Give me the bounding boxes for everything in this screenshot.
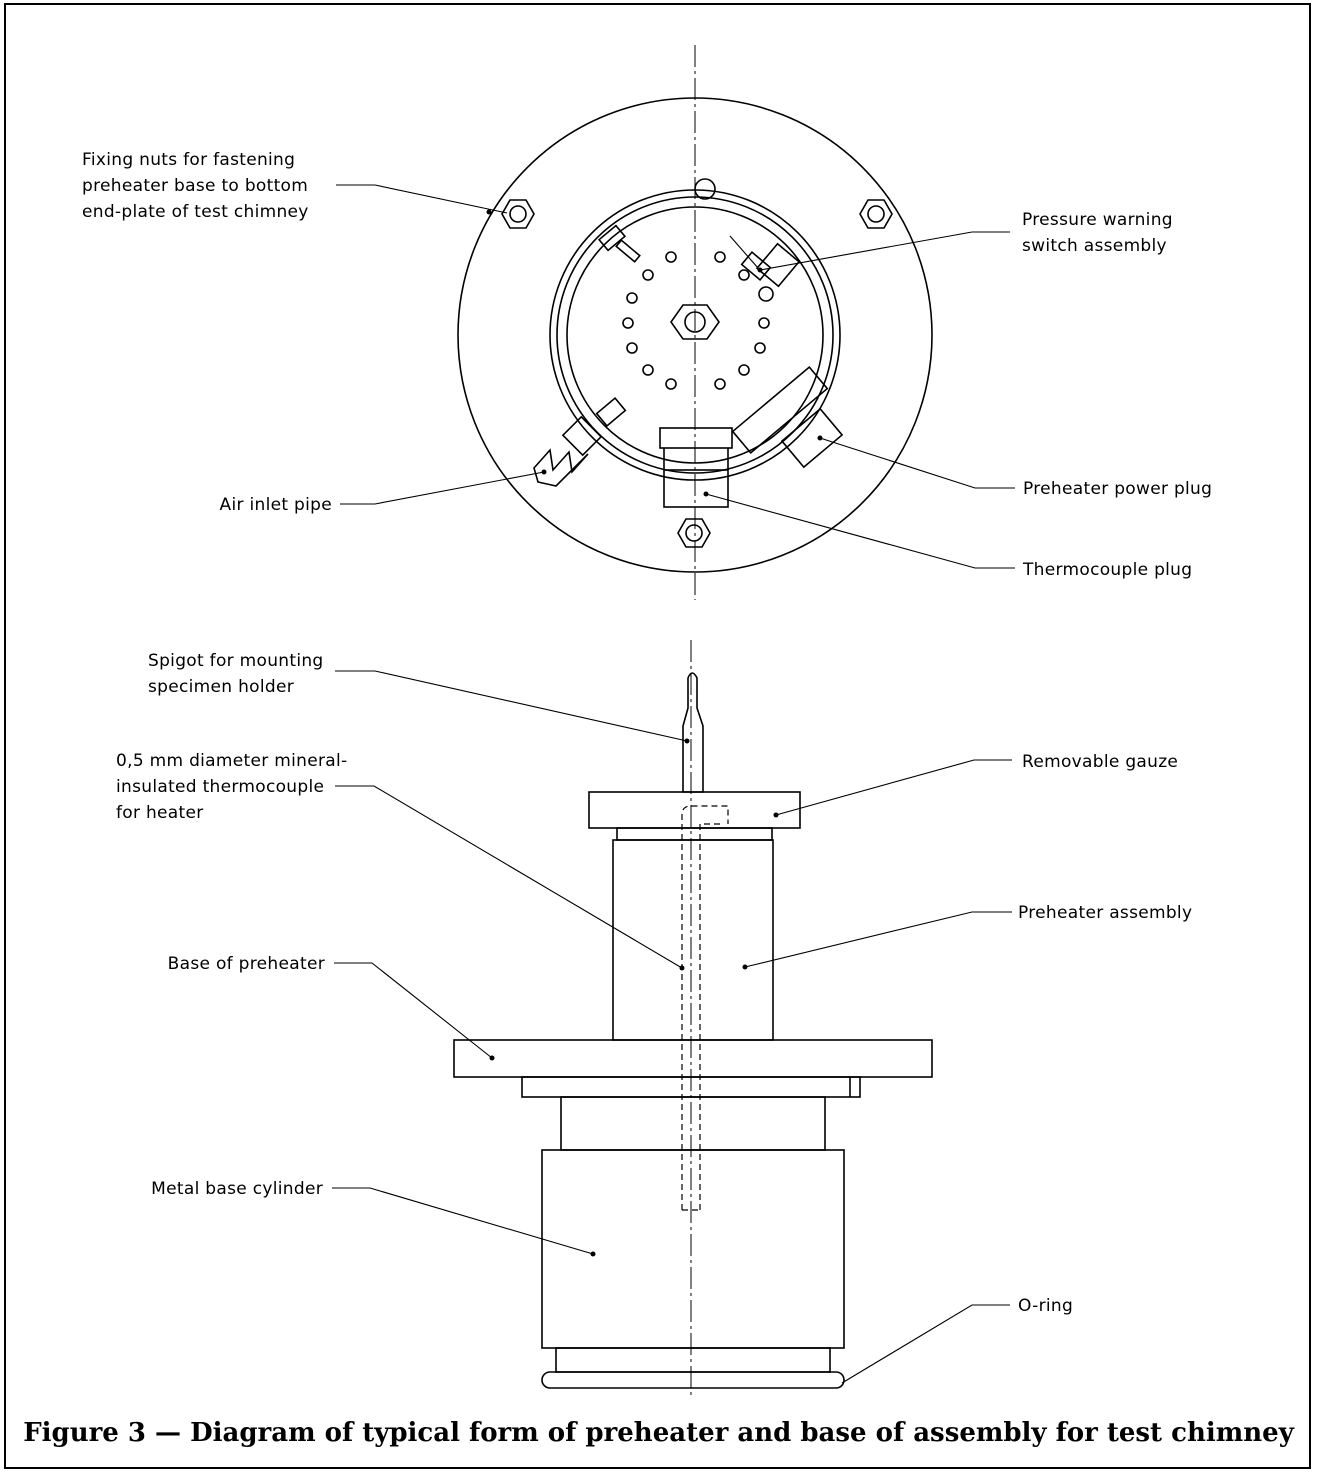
removable-gauze-plate [588,791,801,829]
fixing-nut-right [859,199,893,229]
label-preheater-assembly: Preheater assembly [1018,903,1192,923]
preheater-neck [616,827,773,841]
fixing-nut-left [501,199,535,229]
thermocouple-plug-drawing [659,427,733,508]
label-fixing-nuts: Fixing nuts for fastening preheater base… [82,150,314,222]
label-o-ring: O-ring [1018,1296,1073,1316]
preheater-inner-circle [566,206,824,464]
label-spigot: Spigot for mounting specimen holder [148,651,329,697]
label-thermocouple-plug: Thermocouple plug [1022,560,1192,580]
o-ring-drawing [541,1371,845,1389]
base-ring-groove [555,1347,831,1373]
perforation-holes [622,251,770,390]
thermocouple-dashed-path [681,805,729,1210]
base-plate-outer-circle [457,97,933,573]
side-view [453,640,933,1395]
label-thermocouple: 0,5 mm diameter mineral- insulated therm… [116,751,353,823]
label-removable-gauze: Removable gauze [1022,752,1178,772]
preheater-body [612,839,774,1041]
figure-frame [4,3,1311,1469]
center-nut [670,304,720,340]
power-plug-drawing [731,366,844,469]
figure-caption: Figure 3 — Diagram of typical form of pr… [23,1418,1294,1448]
label-base-of-preheater: Base of preheater [168,954,325,974]
leader-lines [332,184,1015,1384]
upper-left-fitting [597,224,641,263]
air-inlet-pipe-drawing [533,415,603,487]
base-neck [560,1096,826,1151]
lower-left-fitting [595,397,627,427]
label-power-plug: Preheater power plug [1023,479,1212,499]
label-pressure-switch: Pressure warning switch assembly [1022,210,1179,256]
top-view [457,45,933,600]
top-notch [694,178,716,200]
label-air-inlet: Air inlet pipe [220,495,332,515]
pressure-switch-fitting [729,235,801,302]
label-metal-base-cylinder: Metal base cylinder [151,1179,323,1199]
preheater-outer-circle [556,196,834,474]
spigot-drawing [682,672,704,793]
metal-base-cylinder-body [541,1149,845,1349]
labels: Fixing nuts for fastening preheater base… [82,150,1212,1316]
fixing-nut-bottom [677,518,711,548]
base-plate [453,1039,933,1078]
